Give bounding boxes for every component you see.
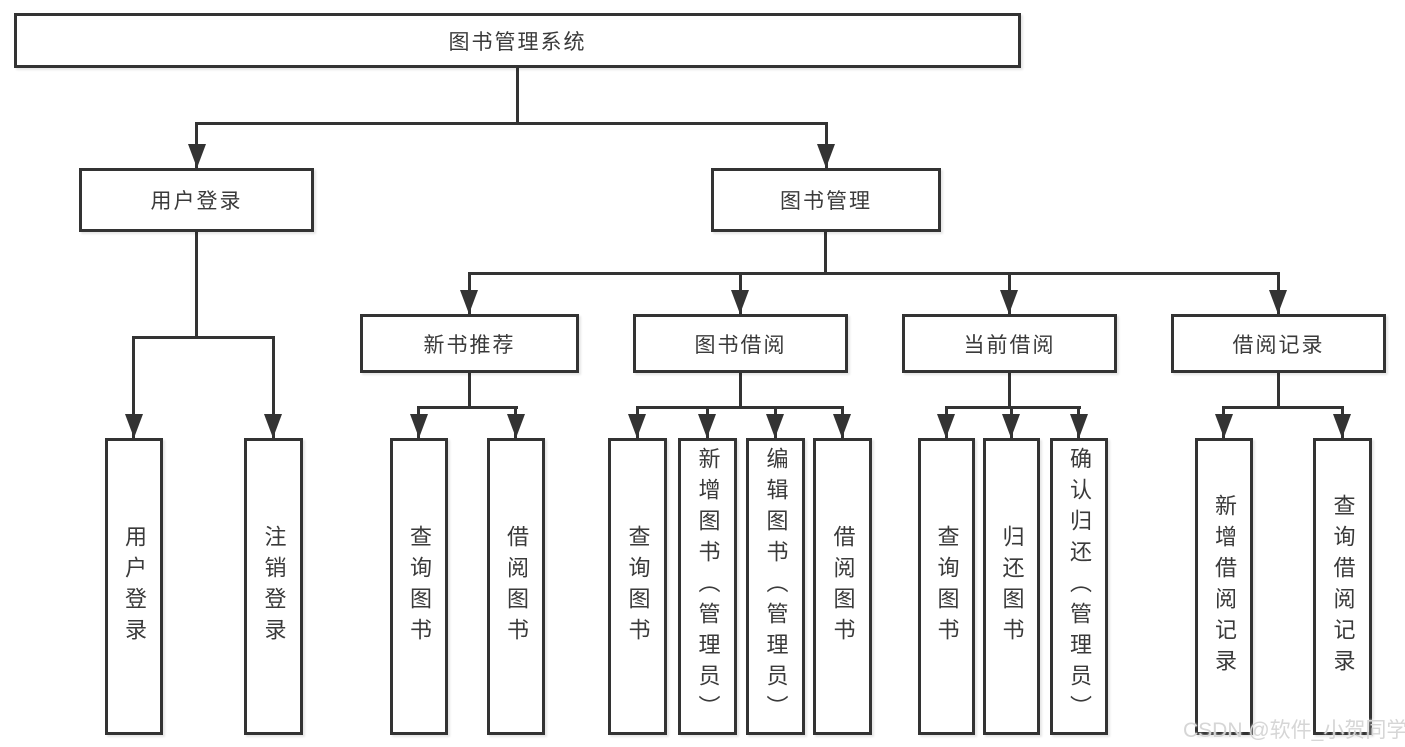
node-label: 图书管理系统 — [448, 30, 587, 54]
node-label: 查询借阅记录 — [1330, 493, 1356, 680]
node-book-management: 图书管理 — [711, 168, 941, 232]
arrow-down-icon — [698, 414, 716, 438]
node-query-books-rec: 查询图书 — [390, 438, 448, 735]
line — [636, 406, 844, 409]
line — [516, 68, 519, 122]
node-label: 借阅图书 — [830, 524, 856, 649]
line — [824, 232, 827, 272]
node-library-management-system: 图书管理系统 — [14, 13, 1021, 68]
node-return-books: 归还图书 — [983, 438, 1040, 735]
arrow-down-icon — [1000, 290, 1018, 314]
arrow-down-icon — [833, 414, 851, 438]
node-label: 查询图书 — [934, 524, 960, 649]
node-edit-books-admin: 编辑图书（管理员） — [746, 438, 805, 735]
arrow-down-icon — [731, 290, 749, 314]
node-label: 新书推荐 — [423, 333, 516, 357]
line — [945, 406, 1081, 409]
line — [417, 406, 518, 409]
node-new-book-recommendation: 新书推荐 — [360, 314, 579, 373]
line — [1277, 373, 1280, 406]
arrow-down-icon — [1333, 414, 1351, 438]
node-query-borrow-record: 查询借阅记录 — [1313, 438, 1372, 735]
node-label: 编辑图书（管理员） — [763, 447, 789, 726]
node-label: 归还图书 — [999, 524, 1025, 649]
line — [739, 373, 742, 406]
arrow-down-icon — [1215, 414, 1233, 438]
node-borrow-books-leaf: 借阅图书 — [813, 438, 872, 735]
arrow-down-icon — [264, 414, 282, 438]
node-current-borrowing: 当前借阅 — [902, 314, 1117, 373]
line — [1008, 373, 1011, 406]
node-borrow-books-rec: 借阅图书 — [487, 438, 545, 735]
node-label: 用户登录 — [150, 190, 243, 213]
node-book-borrowing: 图书借阅 — [633, 314, 848, 373]
node-label: 图书借阅 — [694, 333, 787, 357]
line — [272, 336, 275, 438]
line — [132, 336, 135, 438]
line — [468, 272, 1280, 275]
line — [195, 122, 828, 125]
arrow-down-icon — [188, 144, 206, 168]
node-logout: 注销登录 — [244, 438, 303, 735]
node-label: 借阅图书 — [504, 524, 529, 649]
arrow-down-icon — [1070, 414, 1088, 438]
arrow-down-icon — [460, 290, 478, 314]
node-query-books-current: 查询图书 — [918, 438, 975, 735]
node-label: 查询图书 — [407, 524, 432, 649]
node-label: 新增借阅记录 — [1212, 493, 1237, 680]
line — [132, 336, 275, 339]
node-label: 注销登录 — [261, 524, 287, 649]
node-label: 新增图书（管理员） — [695, 447, 721, 726]
node-label: 借阅记录 — [1232, 333, 1325, 357]
node-label: 图书管理 — [780, 190, 872, 213]
node-label: 用户登录 — [122, 524, 147, 649]
arrow-down-icon — [507, 414, 525, 438]
arrow-down-icon — [1269, 290, 1287, 314]
arrow-down-icon — [766, 414, 784, 438]
node-add-books-admin: 新增图书（管理员） — [678, 438, 737, 735]
arrow-down-icon — [628, 414, 646, 438]
node-user-login-leaf: 用户登录 — [105, 438, 163, 735]
line — [195, 232, 198, 336]
line — [1222, 406, 1344, 409]
node-borrowing-records: 借阅记录 — [1171, 314, 1386, 373]
arrow-down-icon — [817, 144, 835, 168]
node-label: 查询图书 — [625, 524, 651, 649]
node-label: 当前借阅 — [963, 333, 1056, 357]
line — [468, 373, 471, 406]
node-query-books-borrow: 查询图书 — [608, 438, 667, 735]
node-label: 确认归还（管理员） — [1067, 447, 1092, 726]
node-user-login: 用户登录 — [79, 168, 314, 232]
arrow-down-icon — [1002, 414, 1020, 438]
watermark: CSDN @软件_小贺同学 — [1183, 719, 1405, 742]
node-add-borrow-record: 新增借阅记录 — [1195, 438, 1253, 735]
arrow-down-icon — [937, 414, 955, 438]
arrow-down-icon — [125, 414, 143, 438]
node-confirm-return-admin: 确认归还（管理员） — [1050, 438, 1108, 735]
arrow-down-icon — [410, 414, 428, 438]
